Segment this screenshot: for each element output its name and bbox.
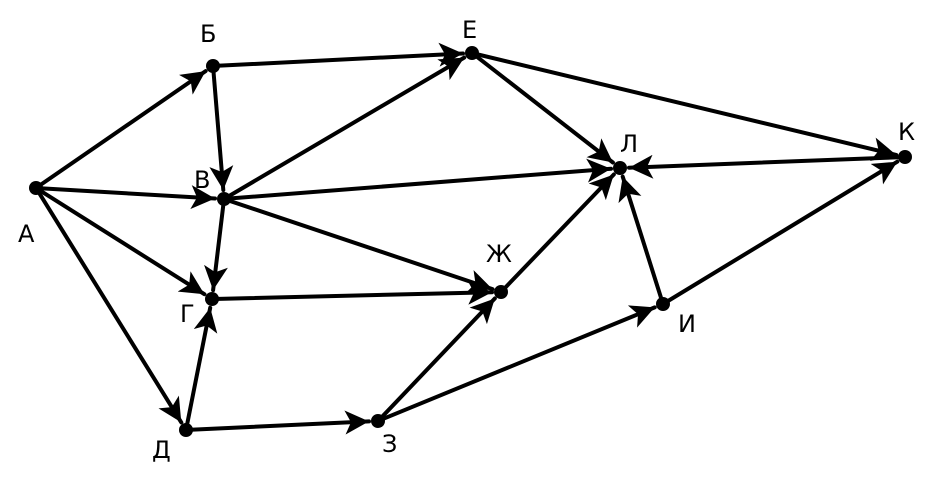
nodes-layer	[29, 46, 912, 437]
edge-a-v	[36, 185, 217, 210]
edge-a-b	[35, 69, 208, 189]
labels-layer: А Б В Г Д Е Ж З И Л К	[18, 16, 915, 464]
edge-d-z	[186, 410, 371, 435]
edge-e-k	[471, 51, 899, 161]
node-a	[29, 181, 43, 195]
edge-v-e	[223, 55, 467, 200]
edge-v-l	[224, 158, 613, 201]
node-label-g: Г	[180, 300, 195, 328]
node-label-zh: Ж	[486, 240, 512, 268]
node-label-b: Б	[200, 20, 216, 48]
edge-i-k	[662, 159, 900, 305]
node-zh	[494, 285, 508, 299]
edge-k-l	[627, 154, 905, 179]
edge-i-l	[618, 174, 665, 305]
node-e	[465, 46, 479, 60]
node-d	[179, 423, 193, 437]
edge-g-zh	[212, 280, 494, 305]
edge-e-l	[471, 52, 615, 165]
edges-layer	[35, 42, 905, 435]
edge-z-i	[377, 305, 657, 423]
edge-b-e	[213, 42, 465, 68]
node-z	[371, 414, 385, 428]
edge-a-d	[35, 187, 184, 425]
edge-z-zh	[377, 296, 497, 422]
edge-d-g	[184, 305, 218, 430]
node-k	[898, 150, 912, 164]
node-label-l: Л	[620, 130, 638, 158]
node-label-e: Е	[462, 16, 477, 44]
node-i	[656, 297, 670, 311]
node-label-i: И	[678, 310, 696, 338]
node-l	[613, 161, 627, 175]
node-b	[206, 59, 220, 73]
edge-a-g	[35, 187, 207, 297]
edge-v-g	[204, 199, 228, 293]
node-label-d: Д	[152, 436, 171, 464]
node-label-v: В	[194, 166, 210, 194]
node-label-z: З	[382, 430, 397, 458]
node-v	[217, 192, 231, 206]
node-label-a: А	[18, 220, 35, 248]
edge-v-zh	[223, 197, 495, 293]
edge-b-v	[209, 66, 234, 192]
node-label-k: К	[898, 118, 915, 146]
edge-zh-l	[500, 172, 616, 293]
node-g	[205, 292, 219, 306]
